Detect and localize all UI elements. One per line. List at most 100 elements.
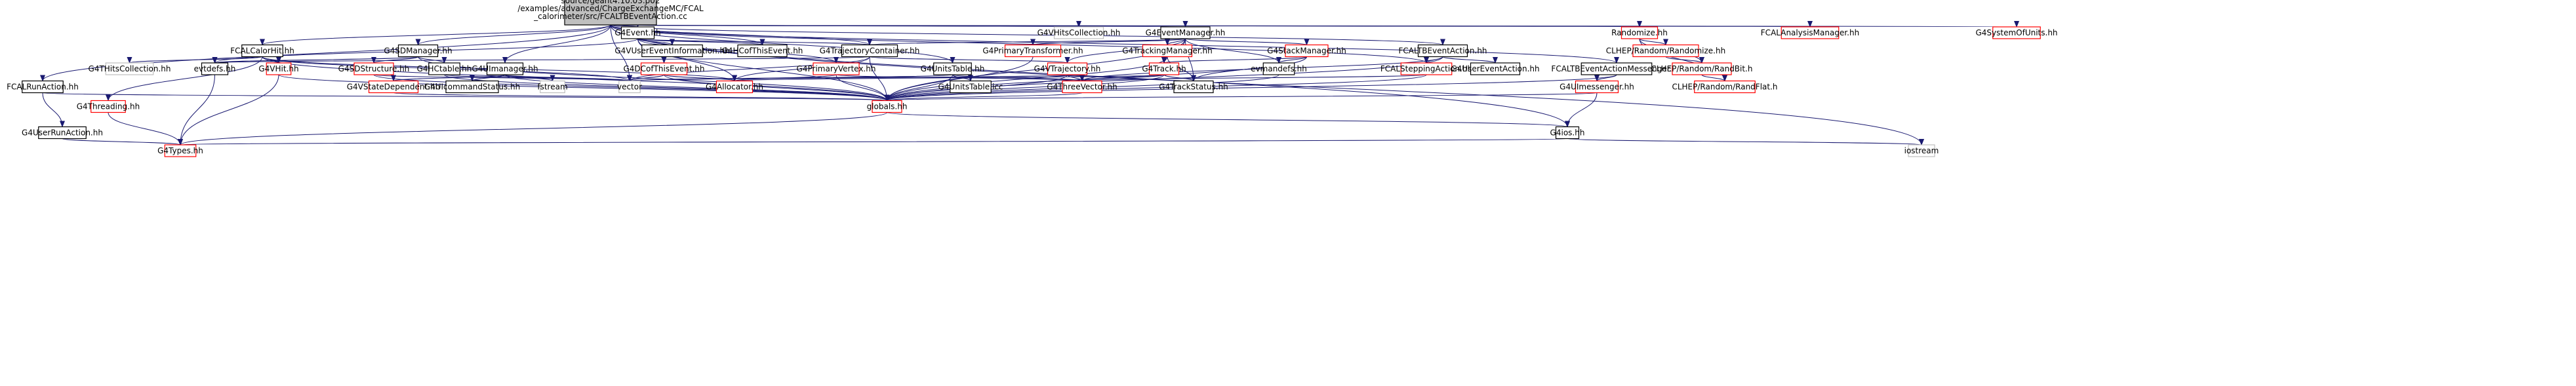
node-label: G4UImessenger.hh	[1560, 83, 1634, 92]
node-G4SystemOfUnits[interactable]: G4SystemOfUnits.hh	[1975, 26, 2058, 39]
node-G4SDStructure[interactable]: G4SDStructure.hh	[338, 62, 410, 75]
node-Randomize[interactable]: Randomize.hh	[1611, 26, 1668, 39]
node-evmandefs[interactable]: evmandefs.hh	[1251, 62, 1307, 75]
node-G4Threading[interactable]: G4Threading.hh	[77, 100, 140, 113]
node-box	[1173, 80, 1214, 94]
node-FCALRunAction[interactable]: FCALRunAction.hh	[7, 80, 79, 94]
node-G4Track[interactable]: G4Track.hh	[1142, 62, 1186, 75]
edge-G4UImanager-to-G4UIcommandStatus	[470, 74, 506, 82]
node-label: G4Track.hh	[1142, 64, 1186, 73]
node-FCALTBEventAction[interactable]: FCALTBEventAction.hh	[1398, 44, 1487, 58]
node-G4ios[interactable]: G4ios.hh	[1550, 126, 1585, 140]
node-box	[428, 62, 460, 75]
edge-root-to-G4UImanager	[502, 24, 611, 64]
node-CLHEP_Randomize[interactable]: CLHEP/Random/Randomize.hh	[1606, 44, 1725, 58]
edge-G4HCtable-to-globals	[444, 74, 890, 102]
edge-G4StackManager-to-evmandefs	[1276, 56, 1307, 64]
edge-G4EventManager-to-G4StackManager	[1185, 38, 1310, 46]
node-CLHEP_RandBit[interactable]: CLHEP/Random/RandBit.h	[1651, 62, 1753, 75]
node-G4StackManager[interactable]: G4StackManager.hh	[1267, 44, 1346, 58]
edge-G4Event-to-G4HCofThisEvent	[637, 38, 765, 46]
node-label: G4SDStructure.hh	[338, 64, 410, 73]
edge-G4TrajectoryContainer-to-G4Allocator	[732, 56, 870, 82]
node-G4DCofThisEvent[interactable]: G4DCofThisEvent.hh	[623, 62, 705, 75]
node-G4VStateDependent[interactable]: G4VStateDependent.hh	[347, 80, 440, 94]
node-FCALCalorHit[interactable]: FCALCalorHit.hh	[230, 44, 294, 58]
node-label: CLHEP/Random/Randomize.hh	[1606, 47, 1725, 56]
node-label: G4TrackStatus.hh	[1159, 83, 1228, 92]
node-box	[1580, 62, 1653, 75]
node-G4UserRunAction[interactable]: G4UserRunAction.hh	[22, 126, 103, 140]
node-box	[715, 80, 754, 94]
node-box	[241, 44, 283, 58]
node-label: G4Types.hh	[157, 146, 203, 155]
node-box	[164, 144, 197, 157]
edge-G4Track-to-G4ThreeVector	[1079, 74, 1165, 82]
edge-G4EventManager-to-G4PrimaryTransformer	[1030, 38, 1186, 46]
node-G4VTrajectory[interactable]: G4VTrajectory.hh	[1034, 62, 1101, 75]
node-G4PrimaryVertex[interactable]: G4PrimaryVertex.hh	[797, 62, 876, 75]
node-evtdefs[interactable]: evtdefs.hh	[194, 62, 236, 75]
edge-G4TrajectoryContainer-to-G4VTrajectory	[869, 56, 1070, 64]
node-box	[38, 126, 87, 140]
node-label: G4StackManager.hh	[1267, 47, 1346, 56]
node-G4TrackingManager[interactable]: G4TrackingManager.hh	[1122, 44, 1213, 58]
node-G4UnitsTable_icc[interactable]: G4UnitsTable.icc	[938, 80, 1003, 94]
edge-root-to-G4SystemOfUnits	[610, 21, 2017, 28]
node-box	[933, 62, 972, 75]
node-G4PrimaryTransformer[interactable]: G4PrimaryTransformer.hh	[982, 44, 1083, 58]
node-root[interactable]: source/geant4.10.03.p02/examples/advance…	[517, 0, 704, 26]
node-CLHEP_RandFlat[interactable]: CLHEP/Random/RandFlat.h	[1672, 80, 1778, 94]
node-box	[201, 62, 229, 75]
edge-FCALCalorHit-to-G4Threading	[106, 56, 263, 102]
node-box	[1262, 62, 1295, 75]
node-G4Event[interactable]: G4Event.hh	[614, 26, 661, 39]
edge-G4ios-to-G4Types	[180, 138, 1568, 145]
node-G4UImessenger[interactable]: G4UImessenger.hh	[1560, 80, 1634, 94]
edge-G4SDManager-to-G4SDStructure	[371, 56, 418, 64]
node-label: G4UIcommandStatus.hh	[424, 83, 520, 92]
node-label: CLHEP/Random/RandFlat.h	[1672, 83, 1777, 92]
node-label: G4VStateDependent.hh	[347, 83, 440, 92]
node-globals[interactable]: globals.hh	[867, 100, 908, 113]
node-box	[1400, 62, 1453, 75]
node-label: fstream	[537, 83, 567, 92]
node-box	[105, 62, 154, 75]
node-box	[1555, 126, 1580, 140]
node-G4EventManager[interactable]: G4EventManager.hh	[1146, 26, 1226, 39]
node-G4ThreeVector[interactable]: G4ThreeVector.hh	[1047, 80, 1117, 94]
node-G4SDManager[interactable]: G4SDManager.hh	[384, 44, 453, 58]
node-G4VHit[interactable]: G4VHit.hh	[258, 62, 299, 75]
node-G4VUserEventInformation[interactable]: G4VUserEventInformation.hh	[614, 44, 730, 58]
node-G4UImanager[interactable]: G4UImanager.hh	[472, 62, 538, 75]
node-FCALAnalysisManager[interactable]: FCALAnalysisManager.hh	[1761, 26, 1859, 39]
edge-root-to-FCALTBEventActionMessenger	[610, 24, 1619, 64]
edge-G4PrimaryTransformer-to-globals	[884, 56, 1034, 102]
node-G4HCtable[interactable]: G4HCtable.hh	[417, 62, 472, 75]
node-FCALSteppingAction[interactable]: FCALSteppingAction.hh	[1380, 62, 1472, 75]
node-label: _calorimeter/src/FCALTBEventAction.cc	[533, 12, 687, 21]
node-G4UserEventAction[interactable]: G4UserEventAction.hh	[1451, 62, 1540, 75]
edge-G4UImessenger-to-G4ios	[1565, 92, 1598, 128]
node-label: G4PrimaryTransformer.hh	[982, 47, 1083, 56]
node-G4HCofThisEvent[interactable]: G4HCofThisEvent.hh	[722, 44, 803, 58]
node-G4TrajectoryContainer[interactable]: G4TrajectoryContainer.hh	[820, 44, 920, 58]
node-FCALTBEventActionMessenger[interactable]: FCALTBEventActionMessenger.hh	[1551, 62, 1682, 75]
node-G4UnitsTable[interactable]: G4UnitsTable.hh	[921, 62, 985, 75]
node-iostream: iostream	[1904, 144, 1939, 157]
node-box	[1781, 26, 1840, 39]
edge-G4Track-to-G4TrackStatus	[1163, 74, 1196, 82]
node-G4UIcommandStatus[interactable]: G4UIcommandStatus.hh	[424, 80, 520, 94]
node-label: iostream	[1904, 146, 1939, 155]
node-G4TrackStatus[interactable]: G4TrackStatus.hh	[1159, 80, 1228, 94]
node-box	[1053, 26, 1104, 39]
node-label: G4HCtable.hh	[417, 64, 472, 73]
node-G4Types[interactable]: G4Types.hh	[157, 144, 203, 157]
edge-globals-to-G4Types	[178, 112, 887, 145]
node-G4Allocator[interactable]: G4Allocator.hh	[706, 80, 763, 94]
edge-G4ThreeVector-to-globals	[884, 92, 1083, 102]
edge-FCALRunAction-to-globals	[42, 92, 889, 102]
edge-root-to-FCALSteppingAction	[610, 24, 1429, 64]
node-box	[1575, 80, 1619, 94]
